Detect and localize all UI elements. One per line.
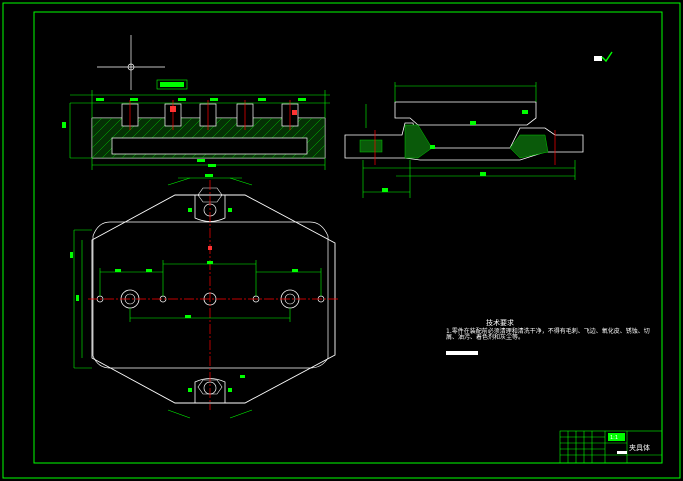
title-block-fill: [608, 433, 625, 441]
technical-requirements-text: 1.零件在装配前必须清理和清洗干净，不得有毛刺、飞边、氧化皮、锈蚀、切: [446, 328, 650, 335]
front-section-view: [62, 35, 330, 170]
scale-label: 1:1: [610, 435, 619, 441]
title-block: [559, 430, 663, 464]
side-view: [344, 82, 584, 198]
plan-view: [70, 174, 340, 419]
inner-frame: [33, 11, 663, 464]
part-name: 夹具体: [629, 444, 650, 452]
tech-req-bar: [446, 351, 478, 355]
title-block-mark: [617, 451, 627, 454]
technical-requirements-title: 技术要求: [486, 319, 514, 327]
technical-requirements-text-2: 屑、油污、着色剂和灰尘等。: [446, 334, 525, 341]
checkmark-icon: [594, 51, 613, 63]
